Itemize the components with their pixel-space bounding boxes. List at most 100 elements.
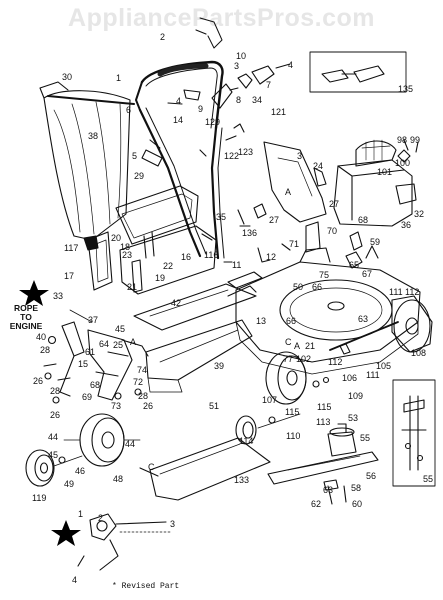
part-number-callout: 73 [111, 401, 122, 411]
part-number-callout: 64 [99, 339, 110, 349]
lower-handle [138, 107, 245, 260]
part-number-callout: 115 [285, 407, 300, 417]
upper-handle [135, 17, 291, 130]
part-number-callout: 28 [138, 391, 149, 401]
part-number-callout: 53 [348, 413, 359, 423]
part-number-callout: 66 [312, 282, 323, 292]
part-number-callout: 49 [64, 479, 75, 489]
watermark: AppliancePartsPros.com [68, 4, 375, 32]
part-number-callout: 70 [327, 226, 338, 236]
starter-inset [77, 513, 171, 571]
star-icon [19, 280, 49, 306]
part-number-callout: 100 [395, 158, 411, 168]
part-number-callout: 27 [269, 215, 280, 225]
part-number-callout: 69 [82, 392, 93, 402]
part-number-callout: 27 [329, 199, 340, 209]
rear-skirt [139, 437, 271, 501]
revised-part-footnote: * Revised Part [112, 582, 180, 591]
part-number-callout: 17 [64, 271, 75, 281]
part-number-callout: 112 [328, 357, 343, 367]
part-number-callout: 56 [366, 471, 377, 481]
part-number-callout: 15 [78, 359, 89, 369]
part-number-callout: 21 [305, 341, 316, 351]
engine [333, 139, 419, 227]
grass-catcher-bag [39, 81, 135, 241]
part-number-callout: 133 [234, 475, 250, 485]
part-number-callout: 48 [113, 474, 124, 484]
part-number-callout: 44 [125, 439, 136, 449]
part-number-callout: 110 [286, 431, 301, 441]
part-number-callout: 9 [198, 104, 204, 114]
part-number-callout: 30 [62, 72, 73, 82]
part-number-callout: 3 [297, 151, 303, 161]
part-number-callout: 65 [349, 260, 360, 270]
part-number-callout: 98 [397, 135, 408, 145]
part-number-callout: 55 [360, 433, 371, 443]
part-number-callout: 108 [411, 348, 427, 358]
part-number-callout: 7 [266, 80, 272, 90]
part-number-callout: 109 [348, 391, 364, 401]
part-number-callout: 1 [116, 73, 122, 83]
part-number-callout: 24 [313, 161, 324, 171]
part-number-callout: 21 [127, 282, 138, 292]
part-number-callout: 11 [232, 260, 242, 270]
rope-note-line: TO [20, 312, 32, 322]
rear-baffle [145, 319, 253, 393]
inset-box-55 [392, 379, 436, 487]
part-number-callout: 44 [48, 432, 59, 442]
part-number-callout: 2 [98, 513, 104, 523]
front-wheel-small [25, 449, 83, 487]
part-number-callout: 112 [405, 287, 420, 297]
part-number-callout: 8 [236, 95, 242, 105]
part-number-callout: C [148, 462, 155, 472]
part-number-callout: 13 [256, 316, 267, 326]
part-number-callout: 115 [317, 402, 332, 412]
part-number-callout: 58 [351, 483, 362, 493]
part-number-callout: 25 [113, 340, 124, 350]
part-number-callout: 2 [160, 32, 166, 42]
part-number-callout: 66 [286, 316, 297, 326]
part-number-callout: 72 [133, 377, 144, 387]
part-number-callout: 4 [176, 96, 182, 106]
part-number-callout: 26 [50, 410, 61, 420]
part-number-callout: 63 [323, 485, 334, 495]
part-number-callout: 29 [134, 171, 145, 181]
part-number-callout: 51 [209, 401, 220, 411]
part-number-callout: 39 [214, 361, 225, 371]
rope-note-line: ENGINE [9, 321, 43, 331]
part-number-callout: 46 [75, 466, 86, 476]
rope-note-line: ROPE [13, 303, 39, 313]
star-icon [51, 520, 81, 546]
part-number-callout: 26 [33, 376, 44, 386]
rope-to-engine-note: ROPE TO ENGINE [6, 304, 46, 331]
part-number-callout: 123 [238, 147, 254, 157]
part-number-callout: 3 [234, 61, 240, 71]
part-number-callout: 26 [143, 401, 154, 411]
part-number-callout: 42 [171, 298, 182, 308]
part-number-callout: 36 [401, 220, 412, 230]
part-number-callout: 6 [126, 105, 132, 115]
part-number-callout: 121 [271, 107, 287, 117]
part-number-callout: 67 [362, 269, 373, 279]
part-number-callout: 68 [90, 380, 101, 390]
part-number-callout: 28 [40, 345, 51, 355]
part-number-callout: 55 [423, 474, 434, 484]
part-number-callout: 116 [204, 250, 219, 260]
part-number-callout: C [285, 337, 292, 347]
part-number-callout: 71 [289, 239, 300, 249]
part-number-callout: 50 [293, 282, 304, 292]
part-number-callout: 122 [224, 151, 240, 161]
part-number-callout: 107 [262, 395, 278, 405]
part-number-callout: 74 [137, 365, 148, 375]
part-number-callout: 1 [78, 509, 84, 519]
part-number-callout: 101 [377, 167, 393, 177]
part-number-callout: 111 [366, 370, 380, 380]
part-number-callout: 77 [283, 354, 294, 364]
rear-deflector [253, 141, 327, 253]
misc-parts [201, 209, 291, 263]
part-number-callout: 20 [111, 233, 122, 243]
height-adjuster [43, 309, 149, 404]
part-number-callout: 106 [342, 373, 358, 383]
front-wheel-large [63, 413, 141, 467]
